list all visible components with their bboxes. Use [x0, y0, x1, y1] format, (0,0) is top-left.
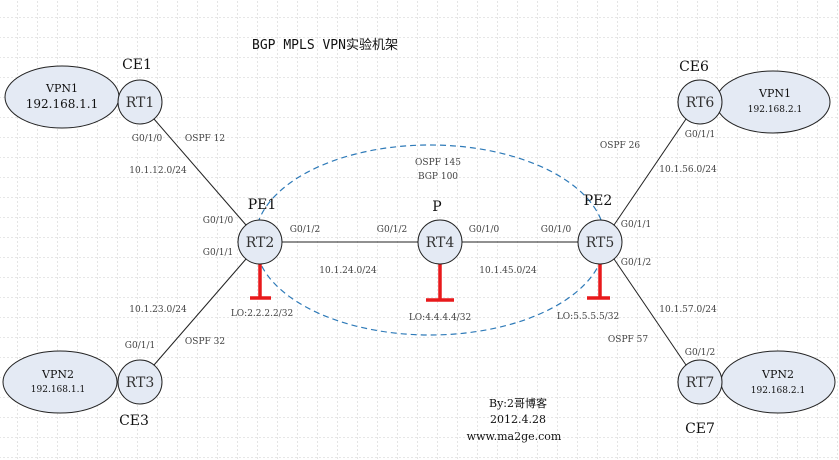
ospf-label: OSPF 32: [185, 337, 225, 347]
credit-date: 2012.4.28: [490, 413, 546, 426]
links: [153, 118, 687, 366]
interface-label: G0/1/0: [132, 134, 163, 144]
router-name: RT3: [126, 375, 155, 391]
interface-label: G0/1/0: [203, 216, 234, 226]
loopback-label: LO:2.2.2.2/32: [231, 309, 293, 319]
router-name: RT6: [686, 95, 715, 111]
loopback-rt4: [426, 264, 454, 302]
router-name: RT4: [426, 235, 455, 251]
credit-site: www.ma2ge.com: [467, 430, 562, 443]
network-label: 10.1.56.0/24: [659, 165, 717, 175]
router-rt1[interactable]: [117, 79, 163, 125]
router-role: CE1: [122, 57, 152, 73]
network-label: 10.1.23.0/24: [129, 305, 187, 315]
network-label: 10.1.12.0/24: [129, 166, 187, 176]
router-rt7[interactable]: [677, 359, 723, 405]
link-rt5-rt6: [613, 118, 687, 226]
router-name: RT5: [586, 235, 615, 251]
link-rt1-rt2: [153, 118, 247, 226]
vpn-ip: 192.168.2.1: [751, 386, 805, 396]
router-name: RT7: [686, 375, 715, 391]
interface-label: G0/1/1: [621, 220, 651, 230]
interface-label: G0/1/0: [469, 225, 500, 235]
loopbacks: [250, 264, 610, 302]
credit-author: By:2哥博客: [489, 396, 547, 410]
link-labels: G0/1/0 OSPF 12 10.1.12.0/24 G0/1/0 G0/1/…: [125, 130, 717, 358]
network-label: 10.1.45.0/24: [479, 266, 537, 276]
interface-label: G0/1/0: [541, 225, 572, 235]
loopback-rt2: [250, 264, 271, 300]
interface-label: G0/1/2: [685, 348, 715, 358]
loopback-rt5: [587, 264, 610, 300]
interface-label: G0/1/2: [377, 225, 407, 235]
vpn-ip: 192.168.1.1: [31, 385, 85, 395]
vpn-name: VPN1: [45, 82, 78, 95]
router-role: PE1: [248, 197, 277, 213]
network-label: 10.1.24.0/24: [319, 266, 377, 276]
router-role: CE7: [685, 421, 715, 437]
interface-label: G0/1/1: [685, 130, 715, 140]
router-rt3[interactable]: [117, 359, 163, 405]
router-role: CE3: [119, 413, 149, 429]
loopback-label: LO:5.5.5.5/32: [557, 312, 619, 322]
vpn-name: VPN2: [41, 368, 74, 381]
router-name: RT2: [246, 235, 275, 251]
interface-label: G0/1/1: [125, 341, 155, 351]
diagram-title: BGP MPLS VPN实验机架: [252, 37, 398, 53]
router-rt6[interactable]: [677, 79, 723, 125]
interface-label: G0/1/2: [290, 225, 320, 235]
router-role: CE6: [679, 59, 709, 75]
router-role: P: [432, 199, 441, 215]
ospf-label: OSPF 145: [415, 158, 461, 168]
vpn2-right-cloud[interactable]: [720, 350, 836, 414]
router-role: PE2: [584, 193, 613, 209]
vpn-ip: 192.168.2.1: [748, 105, 802, 115]
router-name: RT1: [126, 95, 155, 111]
bgp-label: BGP 100: [418, 172, 458, 182]
link-rt5-rt7: [613, 258, 687, 366]
ospf-label: OSPF 12: [185, 134, 225, 144]
loopback-label: LO:4.4.4.4/32: [409, 313, 471, 323]
router-rt5[interactable]: [577, 219, 623, 265]
ospf-label: OSPF 57: [608, 335, 648, 345]
interface-label: G0/1/2: [621, 258, 651, 268]
vpn-name: VPN1: [758, 87, 791, 100]
link-rt3-rt2: [153, 258, 247, 366]
network-label: 10.1.57.0/24: [659, 305, 717, 315]
vpn1-right-cloud[interactable]: [715, 70, 831, 134]
router-rt2[interactable]: [237, 219, 283, 265]
interface-label: G0/1/1: [203, 248, 233, 258]
router-rt4[interactable]: [417, 219, 463, 265]
vpn-ip: 192.168.1.1: [26, 97, 99, 111]
vpn2-left-cloud[interactable]: [2, 350, 118, 414]
vpn-name: VPN2: [761, 368, 794, 381]
ospf-label: OSPF 26: [600, 141, 640, 151]
